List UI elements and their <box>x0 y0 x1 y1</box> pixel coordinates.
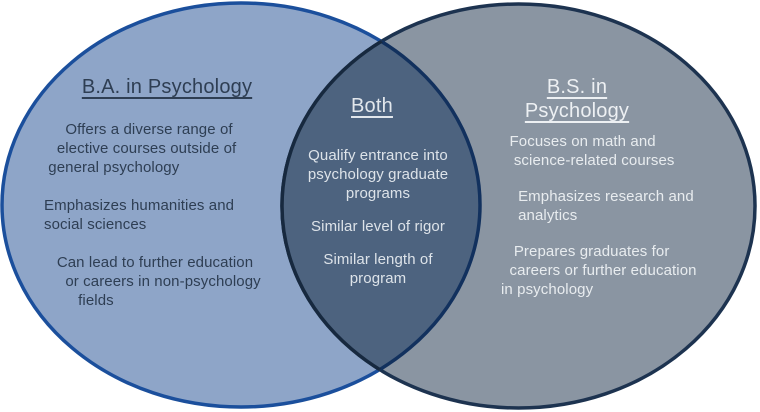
overlap-title: Both <box>351 95 393 117</box>
right-item-math-science: Focuses on math and science-related cour… <box>509 133 675 169</box>
left-circle-arc-in-overlap <box>282 4 482 408</box>
overlap-lens <box>282 4 480 407</box>
left-item-careers: Can lead to further education or careers… <box>56 254 261 309</box>
left-circle-title: B.A. in Psychology <box>81 76 253 98</box>
right-circle-arc-in-overlap <box>280 3 480 407</box>
overlap-item-length: Similar length of program <box>323 251 433 287</box>
left-item-electives: Offers a diverse range of elective cours… <box>48 121 237 176</box>
right-item-careers: Prepares graduates for careers or furthe… <box>501 243 697 298</box>
right-circle-title: B.S. in Psychology <box>524 76 630 122</box>
overlap-item-grad-programs: Qualify entrance into psychology graduat… <box>307 147 449 202</box>
right-item-research: Emphasizes research and analytics <box>518 188 694 224</box>
left-circle-text: Offers a diverse range of elective cours… <box>44 120 296 329</box>
left-item-humanities: Emphasizes humanities and social science… <box>44 197 235 233</box>
overlap-item-rigor: Similar level of rigor <box>311 218 445 235</box>
right-circle-text: Focuses on math and science-related cour… <box>501 132 733 316</box>
overlap-text: Qualify entrance into psychology graduat… <box>292 146 464 302</box>
